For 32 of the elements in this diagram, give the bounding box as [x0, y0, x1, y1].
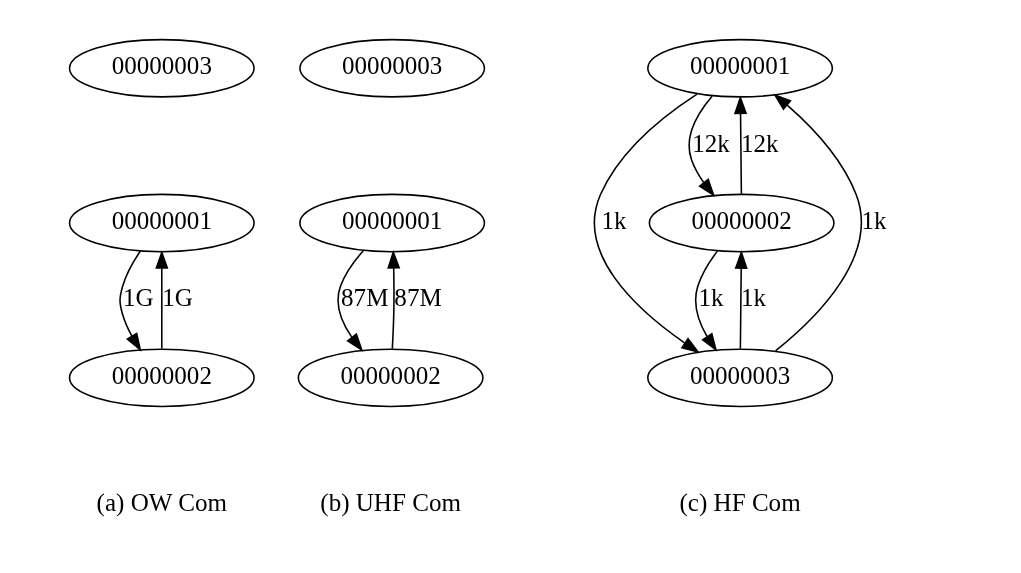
node-ellipse: 00000002: [297, 348, 484, 408]
node-ellipse: 00000002: [68, 348, 255, 408]
label: (a) OW Com: [96, 489, 228, 517]
edge-label: 1k: [861, 206, 887, 234]
edge-label: 12k: [740, 129, 779, 157]
arrow: [733, 95, 748, 195]
edge-label: 12k: [692, 129, 730, 157]
edge-label: 1G: [162, 284, 193, 312]
arrow: [773, 93, 863, 352]
arrow: [694, 250, 719, 352]
edge-label: 1k: [601, 206, 627, 234]
arrow: [155, 250, 169, 350]
node-ellipse: 00000003: [68, 38, 255, 98]
arrow: [688, 95, 716, 197]
node-ellipse: 00000001: [299, 193, 486, 253]
node-ellipse: 00000001: [68, 193, 255, 253]
arrow: [387, 249, 401, 350]
edge-label: 87M: [341, 284, 389, 312]
arrow: [734, 250, 748, 350]
edge-label: 1G: [122, 284, 154, 312]
edge-label: 87M: [394, 284, 442, 312]
arrow: [593, 93, 700, 354]
edge-label: 1k: [740, 284, 766, 312]
arrow: [337, 250, 365, 352]
edge-label: 1k: [698, 284, 724, 312]
label: (c) HF Com: [679, 489, 801, 517]
node-ellipse: 00000001: [647, 38, 834, 98]
node-ellipse: 00000003: [299, 38, 486, 98]
node-ellipse: 00000003: [647, 348, 834, 408]
arrow: [119, 250, 142, 352]
label: (b) UHF Com: [320, 489, 461, 517]
node-ellipse: 00000002: [648, 193, 835, 253]
